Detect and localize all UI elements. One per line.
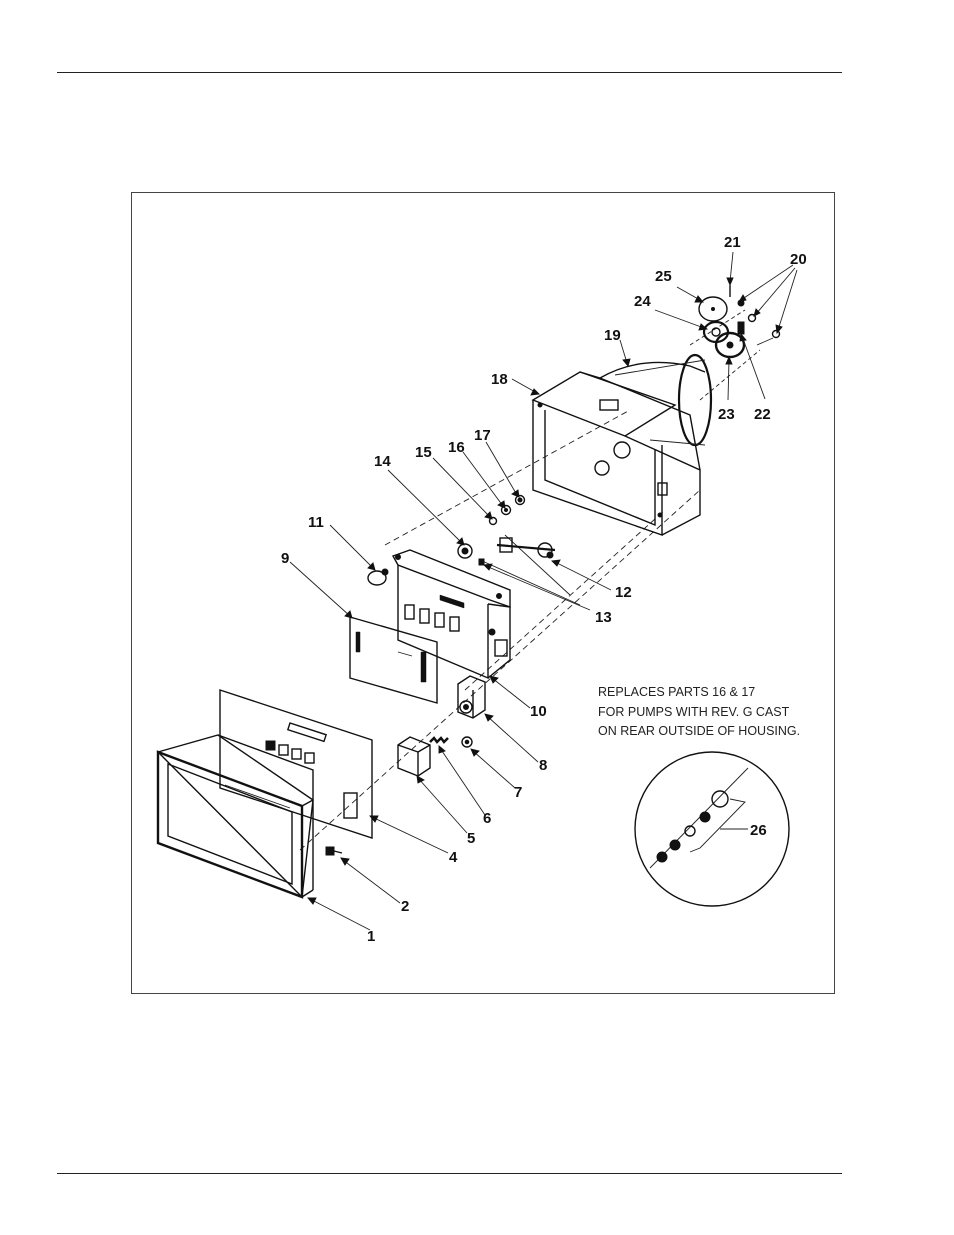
part-8-switch [457,675,486,719]
callout-18: 18 [491,371,508,388]
callout-19: 19 [604,327,621,344]
part-18-housing [531,371,701,536]
note-line-2: FOR PUMPS WITH REV. G CAST [598,705,790,719]
callout-2: 2 [401,898,409,915]
callout-7: 7 [514,784,522,801]
callout-5: 5 [467,830,475,847]
detail-circle [634,751,790,907]
part-13-screw [478,558,485,566]
callout-17: 17 [474,427,491,444]
leader-lines [289,251,798,931]
callout-20: 20 [790,251,807,268]
callout-21: 21 [724,234,741,251]
note-line-1: REPLACES PARTS 16 & 17 [598,685,755,699]
part-12-shaft [496,537,556,559]
callout-1: 1 [367,928,375,945]
header-rule [57,72,842,73]
part-10-bracket [391,549,511,680]
part-9-circuit-board [349,616,438,704]
callout-6: 6 [483,810,491,827]
callout-11: 11 [308,514,324,531]
callout-4: 4 [449,849,458,866]
part-17-nut [514,494,526,506]
callout-10: 10 [530,703,547,720]
part-14-cap [457,543,473,559]
callout-25: 25 [655,268,672,285]
callout-13: 13 [595,609,612,626]
callout-26: 26 [750,822,767,839]
part-16-washer [500,504,512,516]
callout-8: 8 [539,757,547,774]
part-22-stud [737,321,745,335]
callout-24: 24 [634,293,651,310]
part-7-nut [461,736,473,748]
part-19-back-can [599,353,713,447]
part-1-bezel [156,734,314,899]
callout-12: 12 [615,584,632,601]
part-24-gear [702,320,730,344]
callout-14: 14 [374,453,391,470]
callout-23: 23 [718,406,735,423]
footer-rule [57,1173,842,1174]
part-4-panel-plate [219,689,373,839]
part-11-knob [367,568,389,586]
callout-22: 22 [754,406,771,423]
callout-numbers: 1 2 4 5 6 7 8 9 10 11 12 13 14 15 16 17 … [281,234,807,945]
callout-9: 9 [281,550,289,567]
diagram-frame [131,192,835,994]
replacement-note: REPLACES PARTS 16 & 17 FOR PUMPS WITH RE… [598,685,800,738]
part-6-spring [429,736,449,744]
part-2-screw [325,846,343,856]
part-5-relay [397,736,431,777]
callout-16: 16 [448,439,465,456]
note-line-3: ON REAR OUTSIDE OF HOUSING. [598,724,800,738]
part-25-gear [698,296,728,322]
callout-15: 15 [415,444,432,461]
part-15-washer [488,516,498,526]
part-23-gear [714,331,746,359]
